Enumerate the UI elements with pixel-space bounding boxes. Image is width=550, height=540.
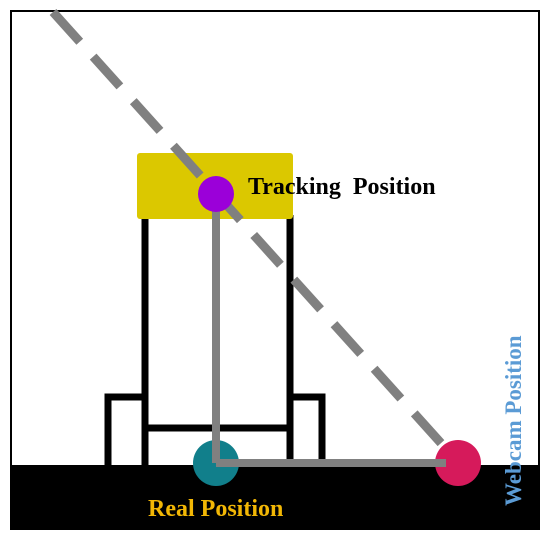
tracking-position-label: Tracking Position	[248, 174, 436, 200]
real-position-label: Real Position	[148, 496, 283, 522]
right-arm-outline	[290, 393, 326, 465]
webcam-position-label: Webcam Position	[501, 335, 526, 506]
left-arm-outline	[104, 393, 145, 465]
webcam-point-icon	[435, 440, 481, 486]
tracking-point-icon	[198, 176, 234, 212]
sight-line-dashed	[49, 8, 462, 466]
